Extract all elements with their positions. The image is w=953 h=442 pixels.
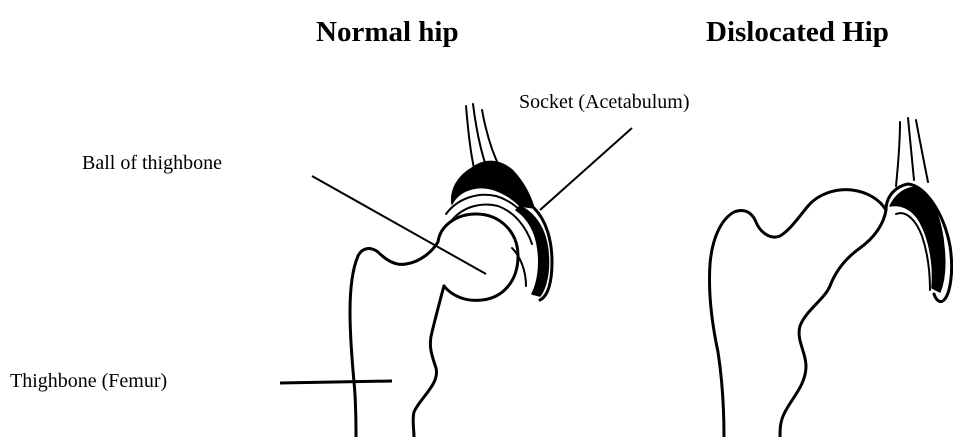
normal-pelvis-socket [446,104,552,300]
dislocated-femur [709,190,886,437]
normal-femur-left-contour [350,242,438,437]
dislocated-pelvis-strand-3 [916,120,928,182]
normal-pelvis-strand-1 [466,106,474,168]
dislocated-hip-figure [709,118,951,437]
dislocated-pelvis-socket [886,118,952,302]
ball-label: Ball of thighbone [82,153,222,173]
normal-femur [350,214,518,437]
socket-pointer-line [540,128,632,210]
femur-label: Thighbone (Femur) [10,371,167,391]
normal-femoral-head [438,214,518,300]
dislocated-pelvis-strand-2 [908,118,914,180]
dislocated-femur-right-contour [780,210,886,437]
dislocated-hip-title: Dislocated Hip [706,18,889,47]
dislocated-femur-left-contour [709,190,886,437]
socket-label: Socket (Acetabulum) [519,92,690,112]
femur-pointer-line [280,381,392,383]
normal-pelvis-strand-2 [473,104,486,166]
normal-femur-right-contour [413,286,444,437]
dislocated-pelvis-strand-1 [896,122,900,186]
dislocated-socket-dark [890,188,945,292]
normal-pelvis-wedge [452,161,534,208]
normal-hip-figure [350,104,552,437]
normal-hip-title: Normal hip [316,18,459,47]
